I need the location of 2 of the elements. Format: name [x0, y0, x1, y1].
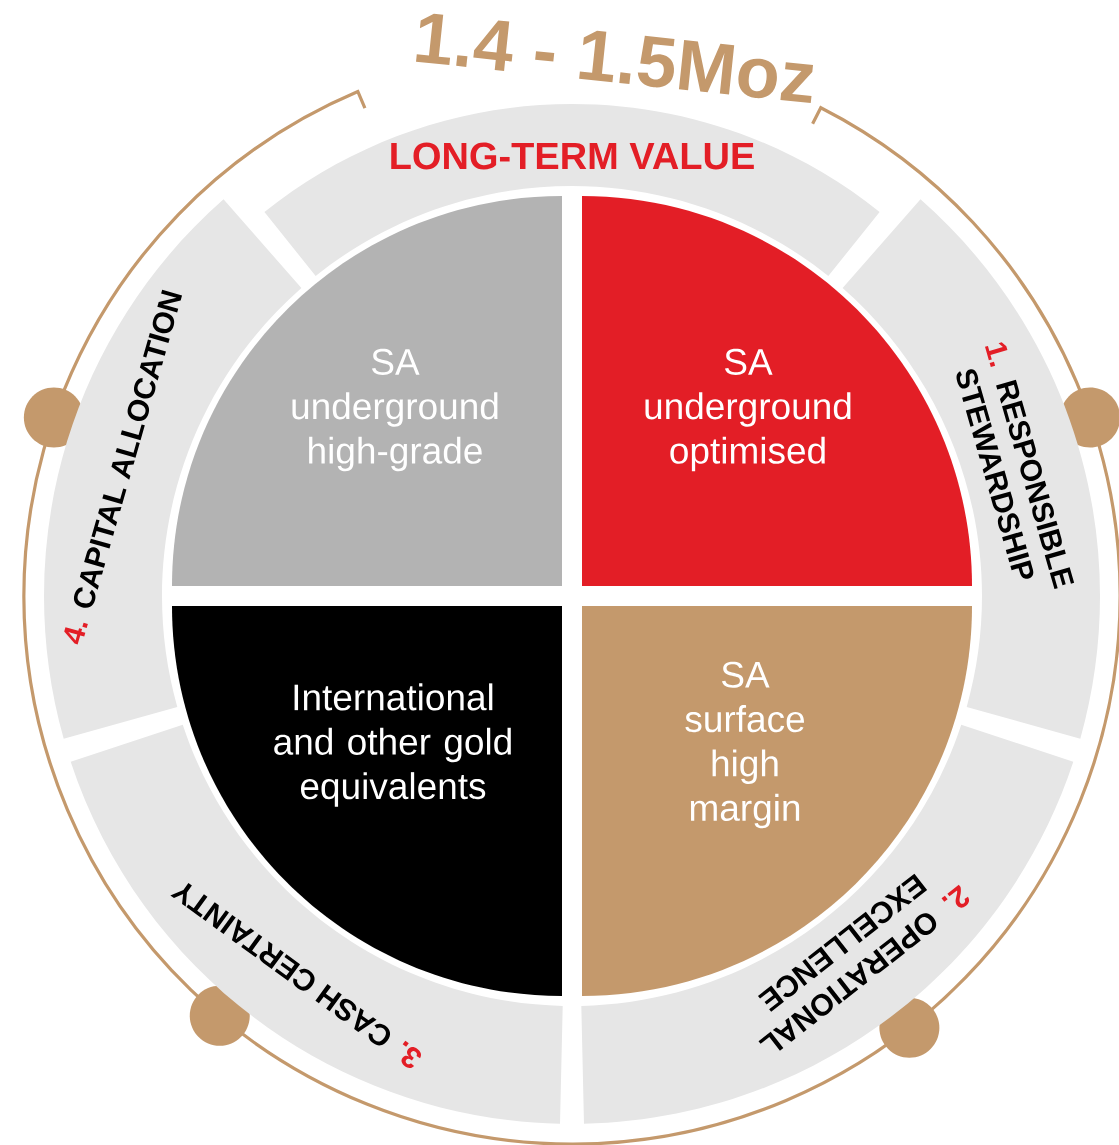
title: 1.4 - 1.5Moz [416, 13, 814, 104]
ring-segment: LONG-TERM VALUE [264, 104, 880, 276]
